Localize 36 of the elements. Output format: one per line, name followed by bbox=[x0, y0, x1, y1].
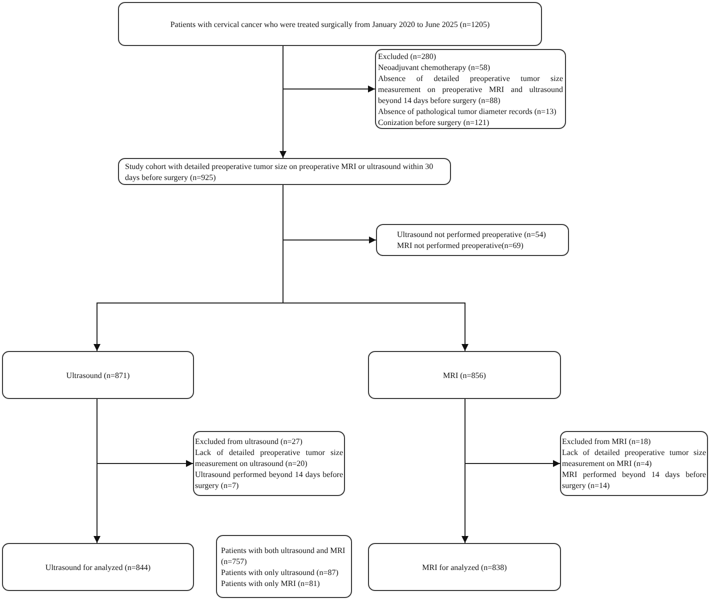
process-box bbox=[118, 2, 542, 46]
box-text: Absence of detailed preoperative tumor size measurement on preoperative MRI and ultrasound beyond 14 days before surgery (n=88) bbox=[378, 72, 563, 106]
box-text: Neoadjuvant chemotherapy (n=58) bbox=[378, 62, 492, 72]
arrow bbox=[94, 398, 100, 544]
box-text: Lack of detailed preoperative tumor size measurement on MRI (n=4) bbox=[562, 447, 706, 469]
box-text: Conization before surgery (n=121) bbox=[378, 116, 490, 128]
box-text: MRI for analyzed (n=838) bbox=[422, 562, 507, 572]
box-text: Ultrasound performed beyond 14 days before surgery (n=7) bbox=[195, 469, 343, 491]
box-text: MRI (n=856) bbox=[443, 370, 486, 380]
box-text: Ultrasound for analyzed (n=844) bbox=[45, 562, 151, 572]
box-text: Study cohort with detailed preoperative tumor size on preoperative MRI or ultrasound within 30 days before surgery (n=925) bbox=[125, 160, 434, 182]
box-text: Ultrasound not performed preoperative (n=54) bbox=[397, 229, 547, 240]
process-box bbox=[193, 431, 345, 496]
box-text: Patients with only MRI (n=81) bbox=[221, 578, 321, 588]
box-text: Patients with cervical cancer who were treated surgically from January 2020 to June 2025 (n=1205) bbox=[170, 18, 490, 30]
process-box bbox=[2, 351, 194, 399]
process-box bbox=[375, 49, 566, 129]
box-text: MRI not performed preoperative(n=69) bbox=[397, 240, 524, 251]
arrow bbox=[462, 398, 468, 544]
box-text: Excluded from MRI (n=18) bbox=[562, 436, 652, 447]
box-text: Patients with both ultrasound and MRI (n=757) bbox=[221, 544, 346, 566]
box-text: Ultrasound (n=871) bbox=[66, 370, 130, 380]
process-box bbox=[216, 535, 352, 598]
box-text: Lack of detailed preoperative tumor size measurement on ultrasound (n=20) bbox=[195, 447, 343, 469]
arrow bbox=[280, 46, 286, 158]
box-text: Absence of pathological tumor diameter records (n=13) bbox=[378, 106, 558, 116]
box-text: Excluded (n=280) bbox=[378, 50, 438, 62]
process-box bbox=[376, 224, 569, 256]
process-box bbox=[560, 431, 708, 496]
box-text: Patients with only ultrasound (n=87) bbox=[221, 566, 340, 578]
process-box bbox=[368, 351, 561, 399]
box-text: MRI performed beyond 14 days before surgery (n=14) bbox=[562, 469, 706, 491]
process-box bbox=[2, 543, 194, 591]
process-box bbox=[368, 543, 561, 591]
box-text: Excluded from ultrasound (n=27) bbox=[195, 436, 304, 447]
process-box bbox=[118, 158, 451, 185]
